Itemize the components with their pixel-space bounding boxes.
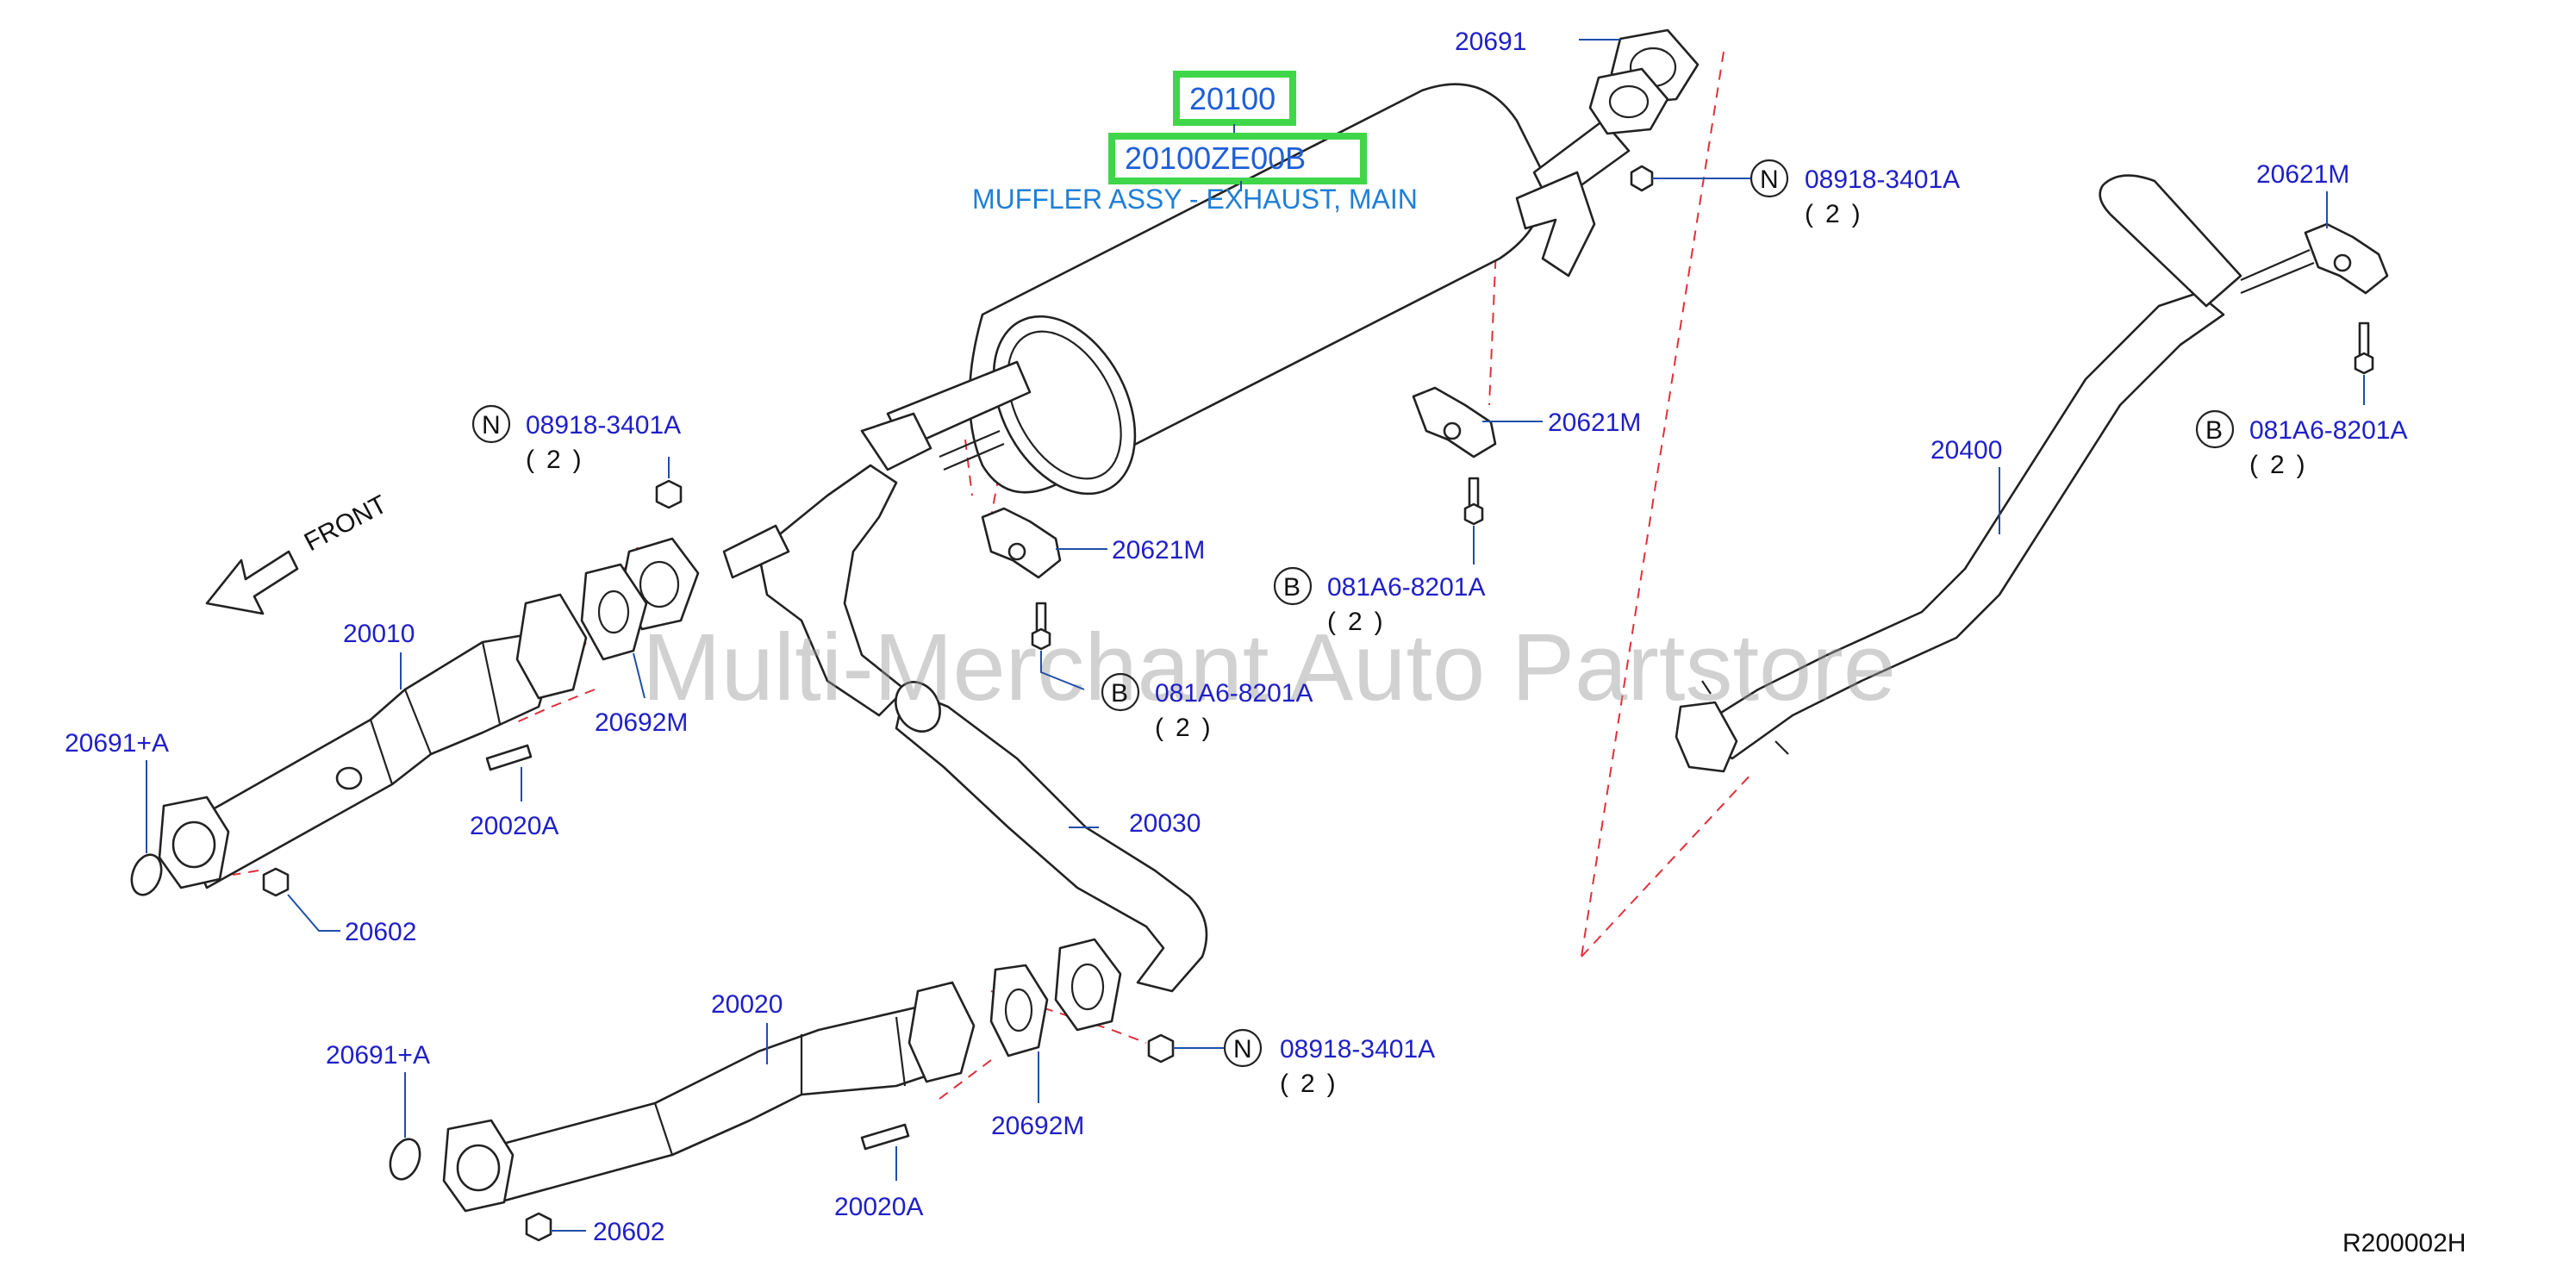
label-20691a-top: 20691+A	[65, 729, 169, 758]
highlight-box-part-number	[1173, 71, 1296, 126]
gasket-bottom-right[interactable]	[989, 964, 1049, 1058]
callout-n-bottom-letter: N	[1233, 1035, 1252, 1064]
callout-b-low-qty: (2)	[1155, 714, 1223, 742]
callout-n-left-letter: N	[482, 411, 501, 440]
main-muffler[interactable]	[886, 83, 1631, 518]
watermark: Multi-Merchant Auto Partstore	[642, 615, 1896, 721]
hanger-20621m-right[interactable]	[2304, 222, 2389, 295]
bolt-mid[interactable]	[1463, 477, 1484, 526]
flange-20010-front[interactable]	[158, 795, 230, 889]
callout-b-right-part: 081A6-8201A	[2249, 416, 2408, 445]
callout-n-top-right-letter: N	[1760, 165, 1779, 194]
label-20691a-bottom: 20691+A	[326, 1041, 430, 1070]
callout-n-left-part: 08918-3401A	[526, 411, 681, 440]
highlight-part-number: 20100	[1189, 81, 1276, 116]
flange-bottom-right[interactable]	[1054, 938, 1122, 1032]
label-20030: 20030	[1129, 809, 1201, 838]
label-20692m-top: 20692M	[595, 708, 688, 737]
label-20020a-bottom: 20020A	[834, 1193, 923, 1221]
callout-n-top-right-qty: (2)	[1805, 200, 1873, 228]
label-20692m-bottom: 20692M	[991, 1112, 1084, 1140]
nut-20602-top[interactable]	[262, 867, 290, 897]
flange-20010-rear[interactable]	[515, 593, 588, 700]
label-20621m-right: 20621M	[2256, 160, 2349, 189]
front-arrow-icon	[205, 550, 299, 615]
callout-n-left-qty: (2)	[526, 446, 594, 474]
callout-n-top-right-part: 08918-3401A	[1805, 165, 1960, 194]
stud-20020a-bottom[interactable]	[860, 1123, 910, 1151]
highlight-description: MUFFLER ASSY - EXHAUST, MAIN	[972, 184, 1418, 215]
nut-top-right[interactable]	[1630, 165, 1654, 192]
label-20621m-low: 20621M	[1112, 536, 1205, 565]
label-20010: 20010	[343, 620, 415, 648]
label-20020: 20020	[711, 990, 783, 1019]
hanger-20621m-low[interactable]	[981, 507, 1062, 579]
highlight-part-code: 20100ZE00B	[1125, 140, 1306, 176]
label-20400: 20400	[1930, 436, 2002, 465]
callout-n-bottom-qty: (2)	[1280, 1070, 1348, 1098]
callout-b-low-part: 081A6-8201A	[1155, 679, 1313, 708]
bolt-low[interactable]	[1031, 602, 1051, 651]
ring-20691a-top[interactable]	[127, 851, 166, 899]
stud-20020a-top[interactable]	[485, 744, 533, 771]
ring-20691a-bottom[interactable]	[385, 1135, 425, 1183]
nut-bottom[interactable]	[1147, 1033, 1175, 1064]
highlighted-part-callout[interactable]: 20100 20100ZE00B MUFFLER ASSY - EXHAUST,…	[972, 71, 1418, 215]
labels: 20691 N 08918-3401A (2) 20621M B 081A6-8…	[65, 28, 2466, 1257]
nut-left[interactable]	[655, 479, 683, 509]
callout-n-bottom-part: 08918-3401A	[1280, 1035, 1435, 1064]
callout-b-right-qty: (2)	[2249, 451, 2317, 479]
hanger-20621m-mid[interactable]	[1412, 386, 1497, 459]
flange-20020-front[interactable]	[442, 1119, 515, 1213]
gasket-20692m-top[interactable]	[580, 563, 648, 661]
callout-b-right-letter: B	[2205, 416, 2223, 445]
nut-20602-bottom[interactable]	[525, 1212, 552, 1242]
front-label: FRONT	[300, 490, 392, 558]
catalyst-20020[interactable]	[459, 1002, 958, 1208]
callout-b-mid-part: 081A6-8201A	[1327, 573, 1486, 602]
front-pipe-20030[interactable]	[887, 674, 1208, 993]
callout-b-mid-qty: (2)	[1327, 608, 1395, 636]
callout-b-low-letter: B	[1111, 679, 1128, 708]
label-20020a-top: 20020A	[470, 812, 558, 840]
label-20691: 20691	[1455, 28, 1526, 56]
bolt-right[interactable]	[2354, 321, 2374, 375]
flange-20691-mating	[1588, 67, 1669, 135]
highlight-box-part-code	[1108, 133, 1367, 184]
flange-20020-rear[interactable]	[908, 981, 976, 1083]
tail-pipe-20400[interactable]	[1675, 174, 2315, 773]
label-20602-bottom: 20602	[593, 1218, 664, 1246]
callout-b-mid-letter: B	[1283, 573, 1300, 602]
reference-code: R200002H	[2342, 1229, 2466, 1257]
label-20602-top: 20602	[345, 918, 416, 946]
label-20621m-mid: 20621M	[1548, 409, 1641, 437]
y-pipe-junction[interactable]	[722, 412, 932, 717]
